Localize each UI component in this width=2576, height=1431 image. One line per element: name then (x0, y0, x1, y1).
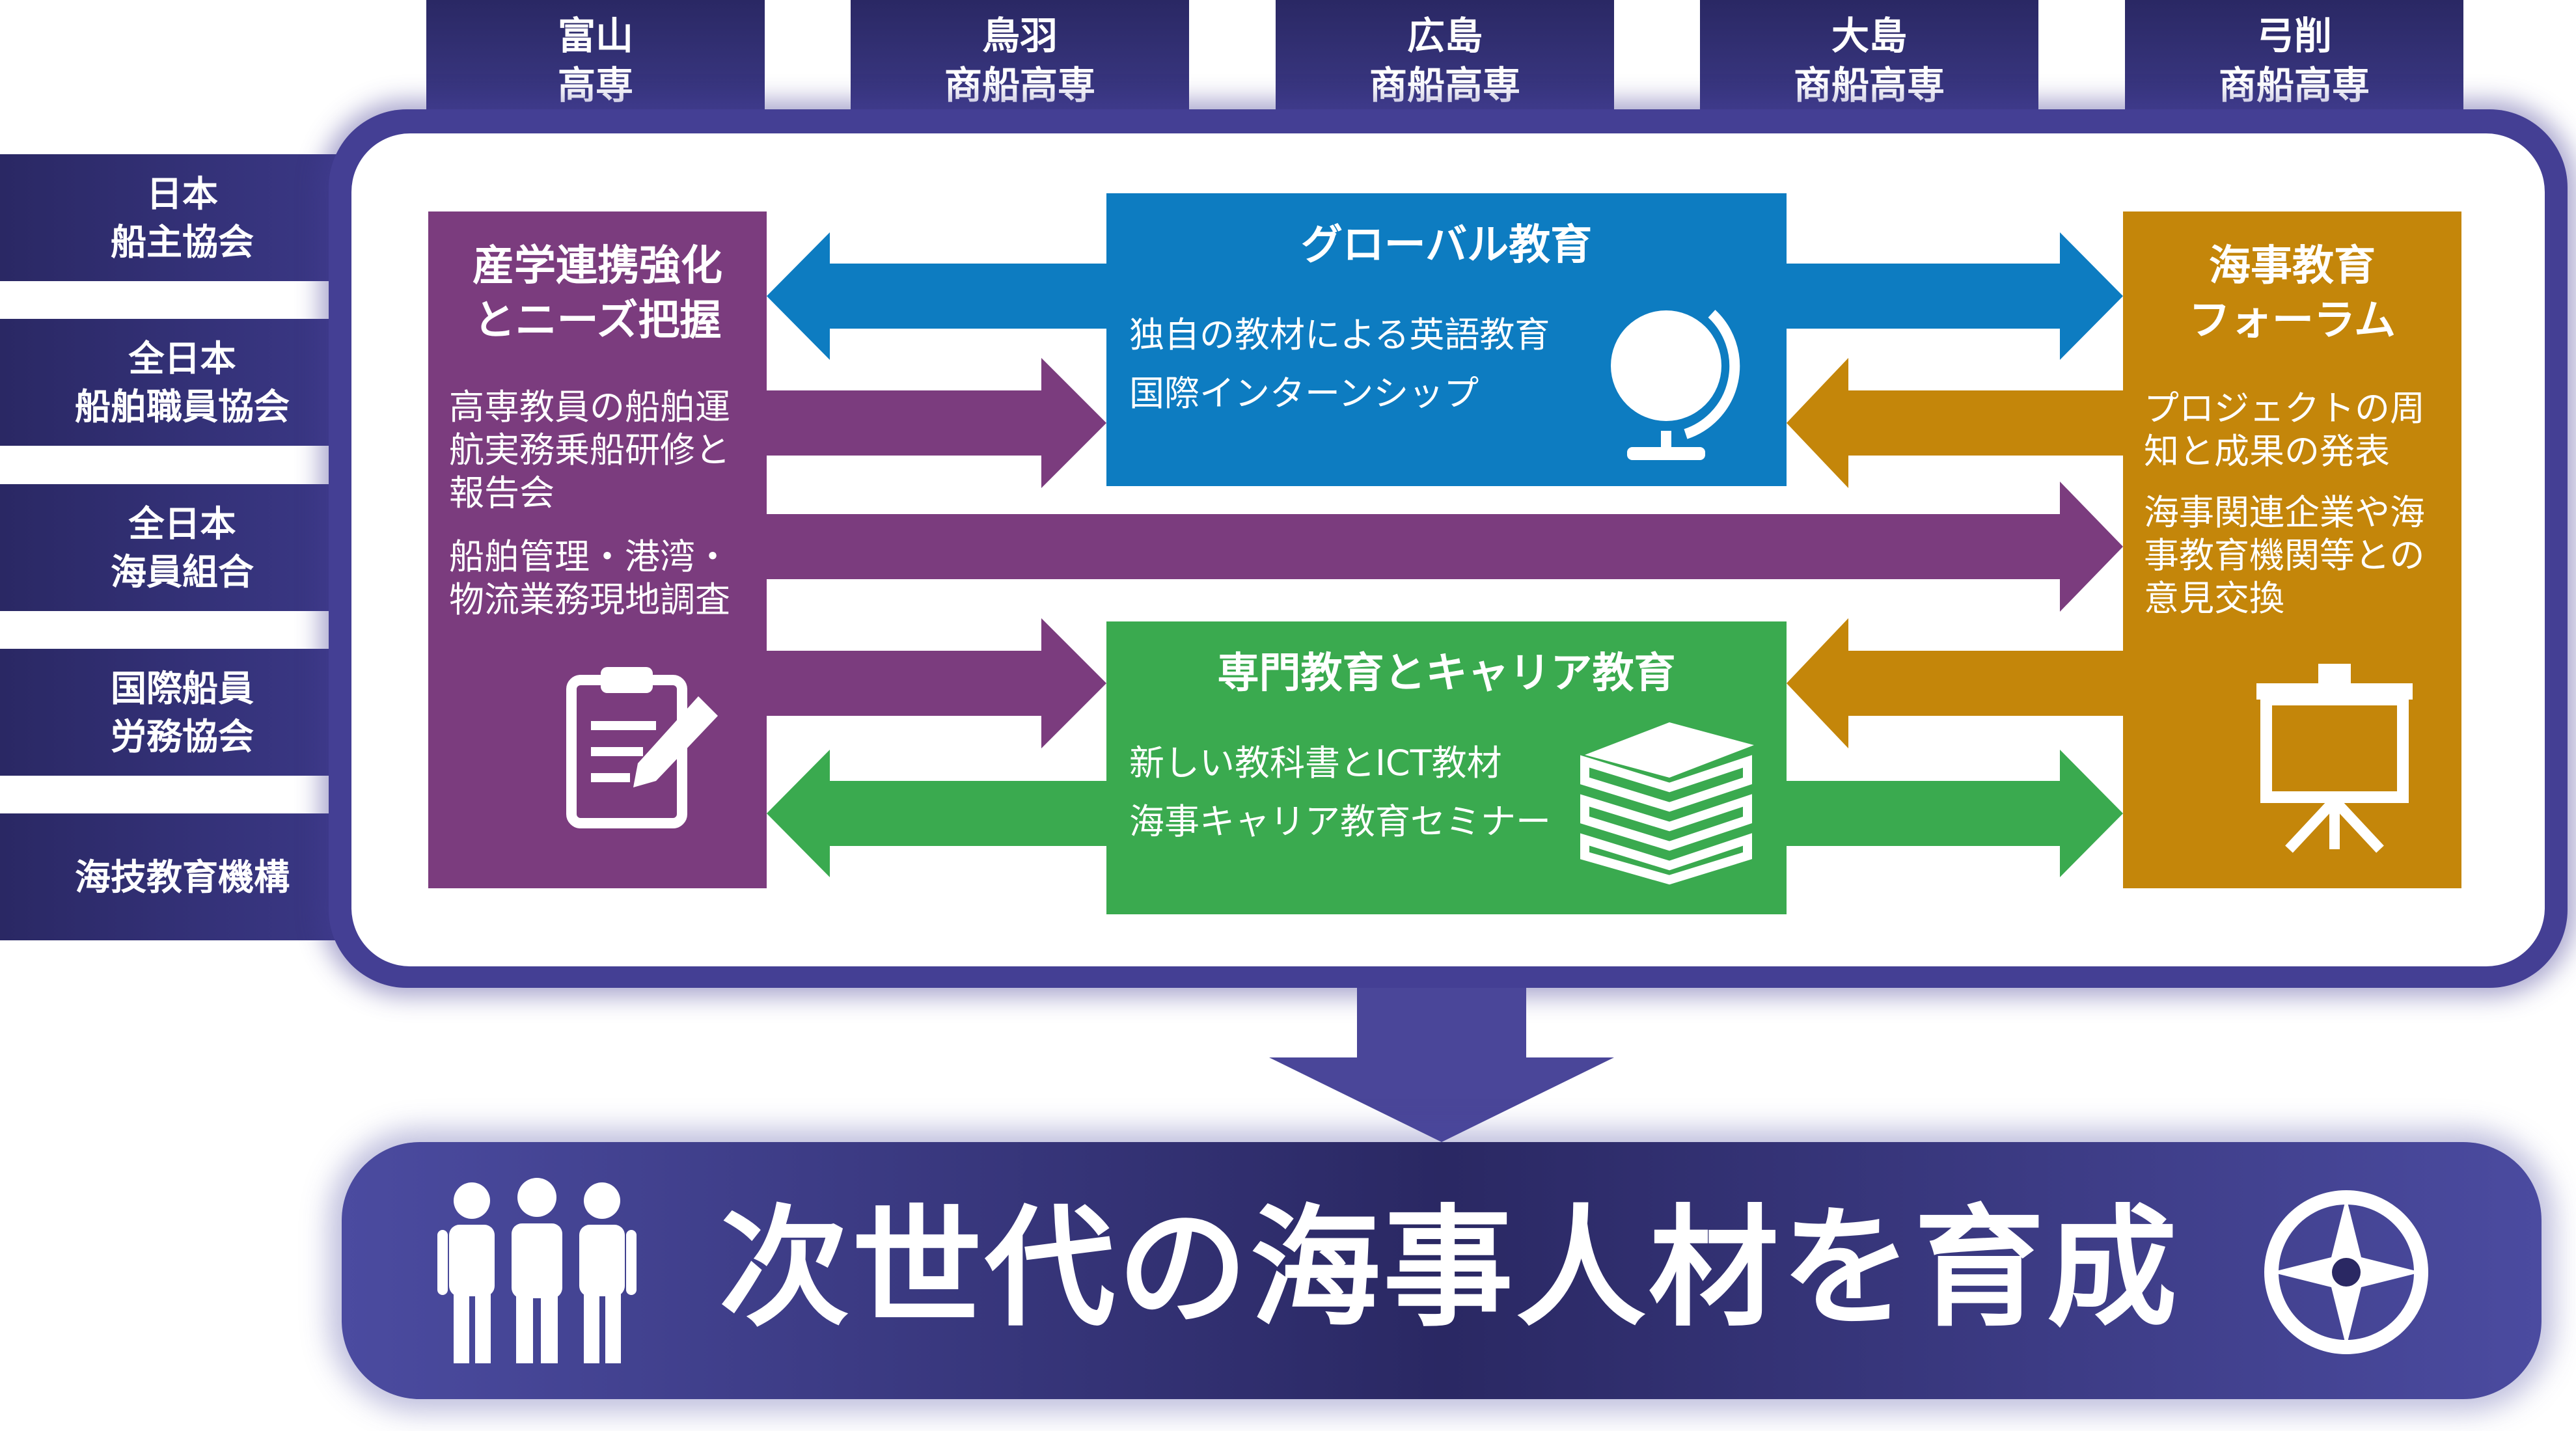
arrow-forum-to-career (1787, 618, 2123, 748)
industry-title-line1: 産学連携強化 (473, 242, 722, 290)
association-line2: 船舶職員協会 (74, 385, 290, 428)
association-maritime-education-org: 海技教育機構 (0, 813, 364, 940)
arrow-forum-to-global (1787, 358, 2123, 488)
school-tab-yuge: 弓削 商船高専 (2125, 0, 2463, 127)
goal-title: 次世代の海事人材を育成 (719, 1193, 2180, 1344)
career-item-textbook: 新しい教科書とICT教材 (1129, 743, 1502, 784)
arrow-down-to-goal (1269, 988, 1614, 1142)
association-seafarers-union: 全日本 海員組合 (0, 484, 364, 611)
text-line: 船舶管理・港湾・ (449, 536, 730, 577)
forum-box-title: 海事教育 フォーラム (2123, 239, 2461, 348)
compass-icon (2264, 1190, 2428, 1354)
school-tab-hiroshima: 広島 商船高専 (1276, 0, 1614, 127)
school-name-line2: 商船高専 (2218, 62, 2370, 107)
school-name-line2: 高専 (557, 62, 633, 107)
text-line: 海事関連企業や海 (2144, 492, 2425, 533)
text-line: 航実務乗船研修と (449, 429, 730, 470)
association-line2: 労務協会 (110, 715, 254, 757)
school-name-line2: 商船高専 (1369, 62, 1520, 107)
school-tab-toba: 鳥羽 商船高専 (851, 0, 1189, 127)
school-name-line1: 広島 (1406, 13, 1483, 58)
industry-title-line2: とニーズ把握 (473, 297, 722, 345)
text-line: 知と成果の発表 (2144, 431, 2390, 472)
global-item-internship: 国際インターンシップ (1129, 373, 1479, 414)
presentation-board-icon (2256, 664, 2413, 853)
forum-text-exchange: 海事関連企業や海 事教育機関等との 意見交換 (2144, 491, 2425, 620)
association-line1: 日本 (146, 172, 218, 215)
career-item-seminar: 海事キャリア教育セミナー (1129, 801, 1551, 842)
industry-box-title: 産学連携強化 とニーズ把握 (428, 239, 767, 348)
forum-title-line2: フォーラム (2188, 297, 2396, 345)
text-line: 報告会 (449, 472, 555, 513)
school-tab-toyama: 富山 高専 (426, 0, 765, 127)
clipboard-icon (566, 667, 718, 828)
global-education-box: グローバル教育 独自の教材による英語教育 国際インターンシップ (1106, 193, 1787, 486)
text-line: プロジェクトの周 (2144, 388, 2425, 429)
school-name-line1: 鳥羽 (981, 13, 1058, 58)
people-icon (437, 1178, 637, 1363)
maritime-forum-box: 海事教育 フォーラム プロジェクトの周 知と成果の発表 海事関連企業や海 事教育… (2123, 211, 2461, 888)
association-line2: 船主協会 (110, 221, 254, 263)
association-shipowners: 日本 船主協会 (0, 154, 364, 281)
industry-text-training: 高専教員の船舶運 航実務乗船研修と 報告会 (449, 386, 730, 515)
industry-collaboration-box: 産学連携強化 とニーズ把握 高専教員の船舶運 航実務乗船研修と 報告会 船舶管理… (428, 211, 767, 888)
text-line: 事教育機関等との (2144, 535, 2425, 576)
forum-title-line1: 海事教育 (2209, 242, 2376, 290)
text-line: 高専教員の船舶運 (449, 387, 730, 428)
association-line1: 国際船員 (110, 667, 254, 709)
association-line1: 全日本 (128, 502, 236, 545)
books-icon (1580, 722, 1754, 885)
career-box-title: 専門教育とキャリア教育 (1217, 649, 1676, 698)
school-name-line2: 商船高専 (1793, 62, 1945, 107)
school-name-line1: 弓削 (2256, 13, 2332, 58)
association-line1: 海技教育機構 (74, 856, 290, 898)
global-item-english: 独自の教材による英語教育 (1129, 314, 1550, 355)
association-intl-seafarers-labor: 国際船員 労務協会 (0, 649, 364, 776)
industry-text-survey: 船舶管理・港湾・ 物流業務現地調査 (449, 536, 730, 621)
globe-icon (1611, 310, 1740, 460)
arrow-industry-to-global (767, 358, 1106, 488)
text-line: 意見交換 (2144, 578, 2284, 619)
goal-banner: 次世代の海事人材を育成 (342, 1142, 2542, 1399)
arrow-industry-to-career (767, 618, 1106, 748)
school-name-line1: 富山 (557, 13, 633, 58)
text-line: 物流業務現地調査 (449, 579, 730, 620)
career-education-box: 専門教育とキャリア教育 新しい教科書とICT教材 海事キャリア教育セミナー (1106, 621, 1787, 914)
association-line2: 海員組合 (110, 551, 254, 593)
school-name-line2: 商船高専 (944, 62, 1095, 107)
association-ship-officers: 全日本 船舶職員協会 (0, 319, 364, 446)
school-tab-oshima: 大島 商船高専 (1700, 0, 2038, 127)
school-name-line1: 大島 (1831, 13, 1907, 58)
global-box-title: グローバル教育 (1300, 221, 1593, 269)
association-line1: 全日本 (128, 337, 236, 379)
arrow-industry-to-forum (767, 482, 2123, 612)
forum-text-announce: プロジェクトの周 知と成果の発表 (2144, 387, 2425, 473)
